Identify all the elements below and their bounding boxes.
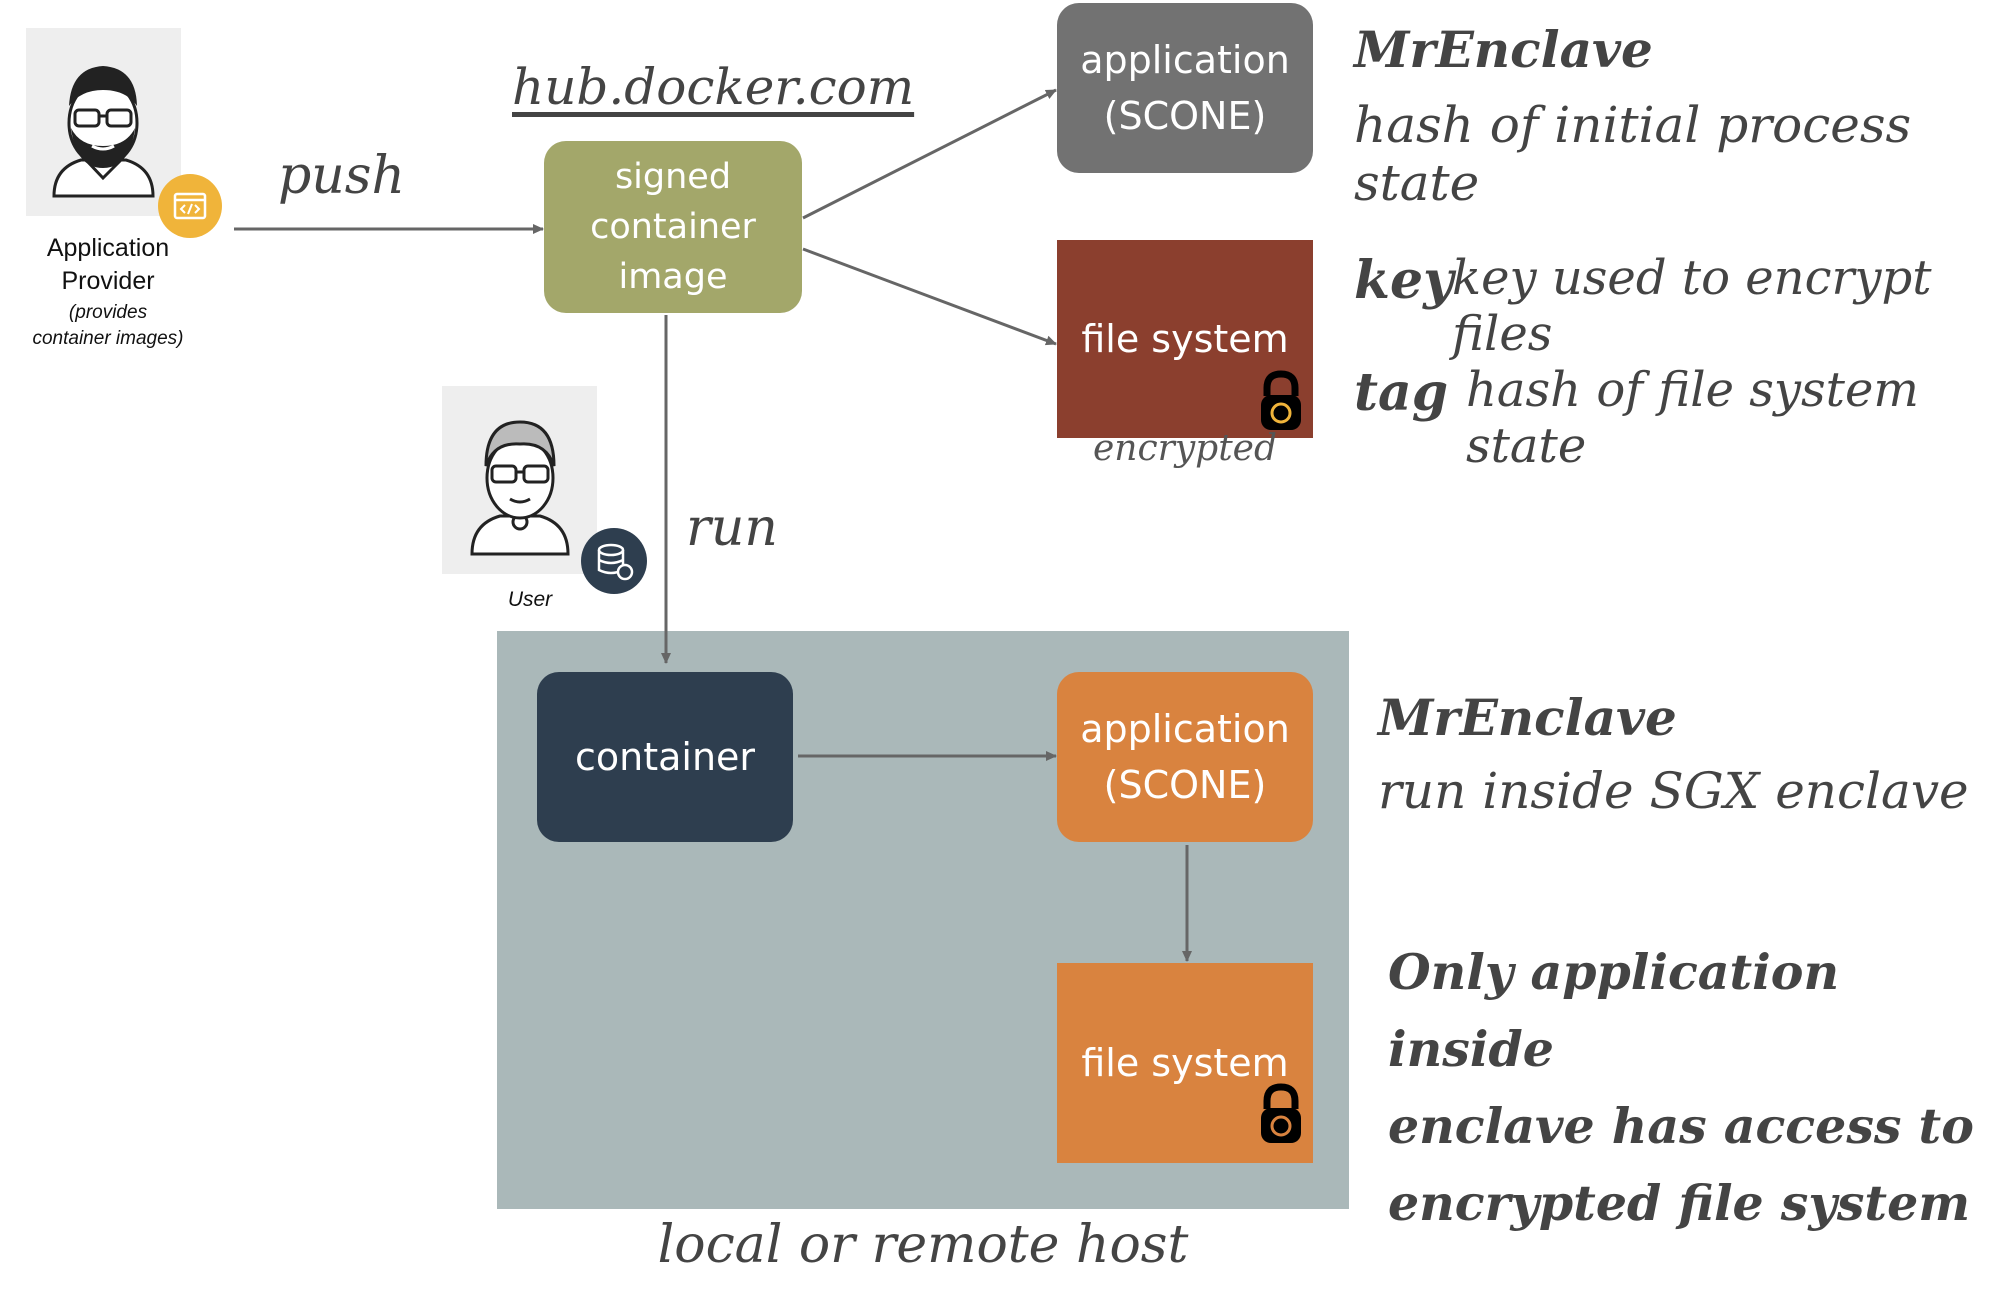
code-badge-icon xyxy=(158,174,222,238)
mrenclave-bottom-title: MrEnclave xyxy=(1378,688,1677,747)
mrenclave-bottom-desc: run inside SGX enclave xyxy=(1378,762,1969,820)
tag-term: tag xyxy=(1354,362,1449,423)
push-label: push xyxy=(278,146,405,206)
file-system-encrypted-node: file system xyxy=(1057,240,1313,438)
provider-avatar xyxy=(26,28,181,216)
container-node: container xyxy=(537,672,793,842)
person-icon xyxy=(470,420,570,556)
database-badge-icon xyxy=(581,528,647,594)
user-avatar xyxy=(442,386,597,574)
application-scone-bottom-node: application (SCONE) xyxy=(1057,672,1313,842)
signed-container-image-node: signed container image xyxy=(544,141,802,313)
bearded-person-icon xyxy=(52,66,155,198)
encrypted-caption: encrypted xyxy=(1092,428,1278,469)
mrenclave-top-title: MrEnclave xyxy=(1354,20,1653,79)
run-label: run xyxy=(686,498,778,558)
provider-sublabel: (provides container images) xyxy=(32,302,184,349)
to-app-top-arrow xyxy=(802,88,1057,220)
host-label: local or remote host xyxy=(657,1215,1189,1275)
key-term: key xyxy=(1354,250,1454,311)
lock-icon xyxy=(1261,370,1301,430)
to-fs-top-arrow xyxy=(802,247,1057,346)
mrenclave-top-desc: hash of initial process state xyxy=(1354,96,1912,212)
key-desc: key used to encrypt files xyxy=(1452,250,1932,362)
provider-label: Application Provider xyxy=(46,234,170,295)
lock-icon xyxy=(1261,1083,1301,1143)
registry-label: hub.docker.com xyxy=(512,58,915,116)
application-scone-top-node: application (SCONE) xyxy=(1057,3,1313,173)
tag-desc: hash of file system state xyxy=(1466,362,1919,474)
user-label: User xyxy=(507,588,553,611)
access-note: Only application inside enclave has acce… xyxy=(1388,943,1974,1232)
